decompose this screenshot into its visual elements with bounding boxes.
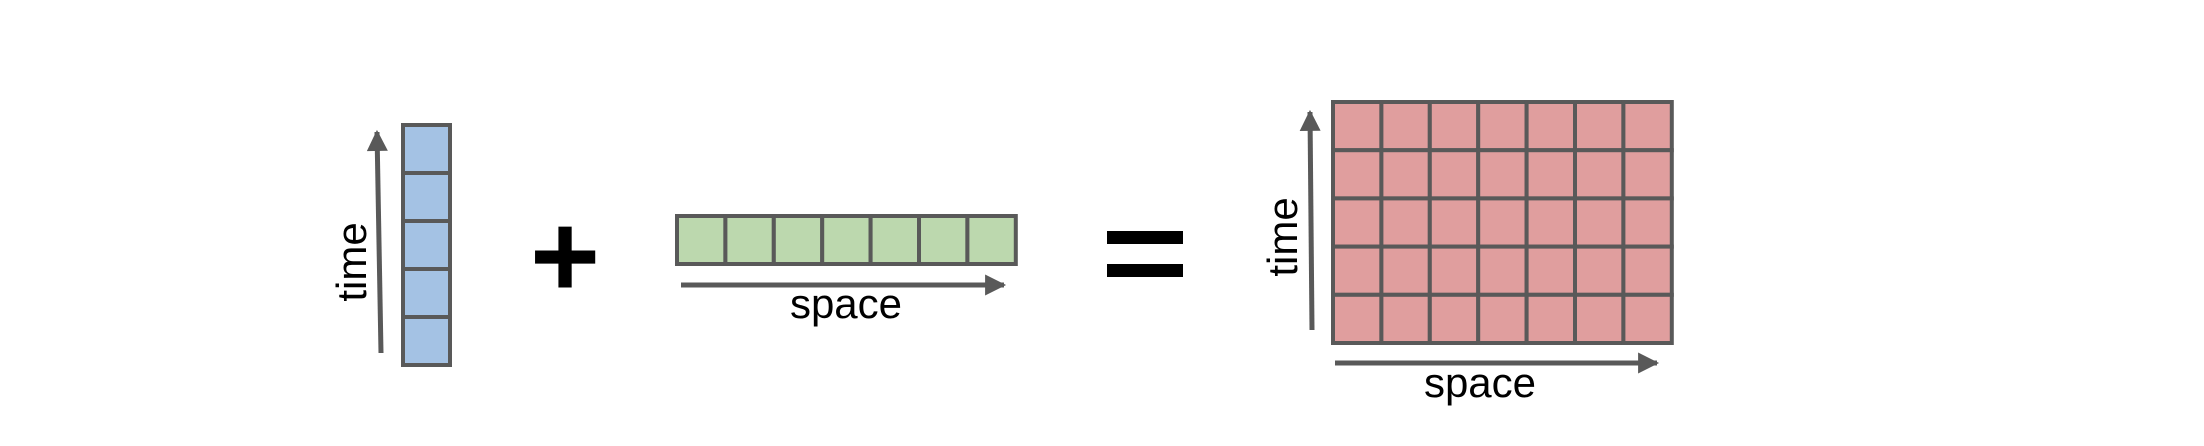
result-matrix-cell xyxy=(1331,100,1384,153)
result-matrix-cell xyxy=(1621,244,1674,297)
result-matrix-cell xyxy=(1379,148,1432,201)
result-matrix-cell xyxy=(1573,196,1626,249)
result-matrix-cell xyxy=(1427,244,1481,297)
result-matrix: time space xyxy=(1259,100,1674,406)
result-matrix-cell xyxy=(1331,292,1384,345)
result-matrix-cell xyxy=(1621,148,1674,201)
result-matrix-cell xyxy=(1427,148,1481,201)
result-matrix-cell xyxy=(1573,292,1626,345)
time-vector: time xyxy=(328,123,452,367)
result-matrix-cell xyxy=(1379,196,1432,249)
matrix-space-axis-label: space xyxy=(1424,359,1536,406)
time-vector-cell xyxy=(401,267,452,319)
space-vector-cell xyxy=(868,214,921,266)
time-vector-cell xyxy=(401,171,452,223)
space-vector-cell xyxy=(917,214,970,266)
matrix-time-axis-label: time xyxy=(1259,197,1306,276)
space-vector-cell xyxy=(675,214,728,266)
equals-operator xyxy=(1107,231,1183,277)
result-matrix-cell xyxy=(1476,292,1529,345)
result-matrix-cell xyxy=(1524,196,1577,249)
space-axis-label: space xyxy=(790,280,902,327)
time-vector-cells xyxy=(401,123,452,367)
result-matrix-cell xyxy=(1524,244,1577,297)
time-vector-cell xyxy=(401,219,452,271)
result-matrix-cell xyxy=(1379,100,1432,153)
equals-bar-top xyxy=(1107,231,1183,244)
time-axis-label: time xyxy=(328,222,375,301)
result-matrix-cell xyxy=(1331,244,1384,297)
time-vector-cell xyxy=(401,315,452,367)
matrix-time-axis-arrow xyxy=(1299,109,1321,331)
result-matrix-cell xyxy=(1621,100,1674,153)
result-matrix-cell xyxy=(1476,148,1529,201)
result-matrix-cell xyxy=(1476,196,1529,249)
result-matrix-cell xyxy=(1476,100,1529,153)
result-matrix-cell xyxy=(1331,196,1384,249)
result-matrix-cell xyxy=(1524,292,1577,345)
result-matrix-cell xyxy=(1573,148,1626,201)
equals-bar-bottom xyxy=(1107,264,1183,277)
space-vector-cells xyxy=(675,214,1018,266)
result-matrix-cell xyxy=(1621,196,1674,249)
time-vector-cell xyxy=(401,123,452,175)
result-matrix-cell xyxy=(1331,148,1384,201)
result-matrix-cell xyxy=(1427,292,1481,345)
result-matrix-cells xyxy=(1331,100,1674,345)
time-axis-arrow xyxy=(366,129,388,354)
result-matrix-cell xyxy=(1573,244,1626,297)
space-vector: space xyxy=(675,214,1018,327)
result-matrix-cell xyxy=(1573,100,1626,153)
space-vector-cell xyxy=(820,214,873,266)
result-matrix-cell xyxy=(1427,100,1481,153)
result-matrix-cell xyxy=(1476,244,1529,297)
result-matrix-cell xyxy=(1524,148,1577,201)
plus-operator: + xyxy=(530,189,600,323)
space-vector-cell xyxy=(965,214,1018,266)
result-matrix-cell xyxy=(1427,196,1481,249)
result-matrix-cell xyxy=(1379,292,1432,345)
result-matrix-cell xyxy=(1621,292,1674,345)
result-matrix-cell xyxy=(1524,100,1577,153)
result-matrix-cell xyxy=(1379,244,1432,297)
space-vector-cell xyxy=(723,214,776,266)
space-vector-cell xyxy=(771,214,825,266)
